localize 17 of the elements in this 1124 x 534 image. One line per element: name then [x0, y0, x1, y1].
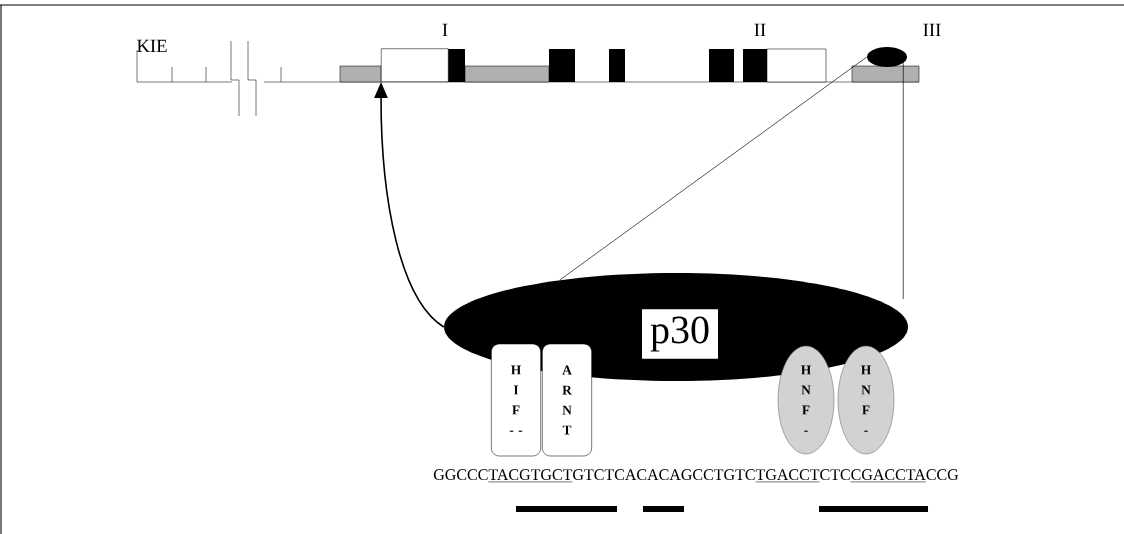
exon-label: II: [754, 23, 766, 37]
exon-label: KIE: [137, 39, 167, 53]
label: TACGTGCT: [488, 469, 573, 481]
factor-box: H I F - -: [491, 343, 541, 457]
label: CCG: [926, 469, 959, 481]
label: TGACCT: [755, 469, 820, 481]
exon-label: III: [923, 23, 941, 37]
exon-box: [381, 48, 449, 82]
label: CTC: [820, 469, 850, 481]
label: GGCCC: [433, 469, 488, 481]
protein-ellipse: [867, 47, 907, 67]
label: GTCTCACACAGCCTGTC: [573, 469, 755, 481]
label: CGACCTA: [851, 469, 926, 481]
sequence-text: GGCCCTACGTGCTGTCTCACACAGCCTGTCTGACCTCTCCGACCTACCG: [433, 469, 959, 483]
zoom-line: [559, 56, 868, 281]
zoom-line: [902, 59, 904, 300]
factor-box: A R N T: [542, 343, 592, 457]
